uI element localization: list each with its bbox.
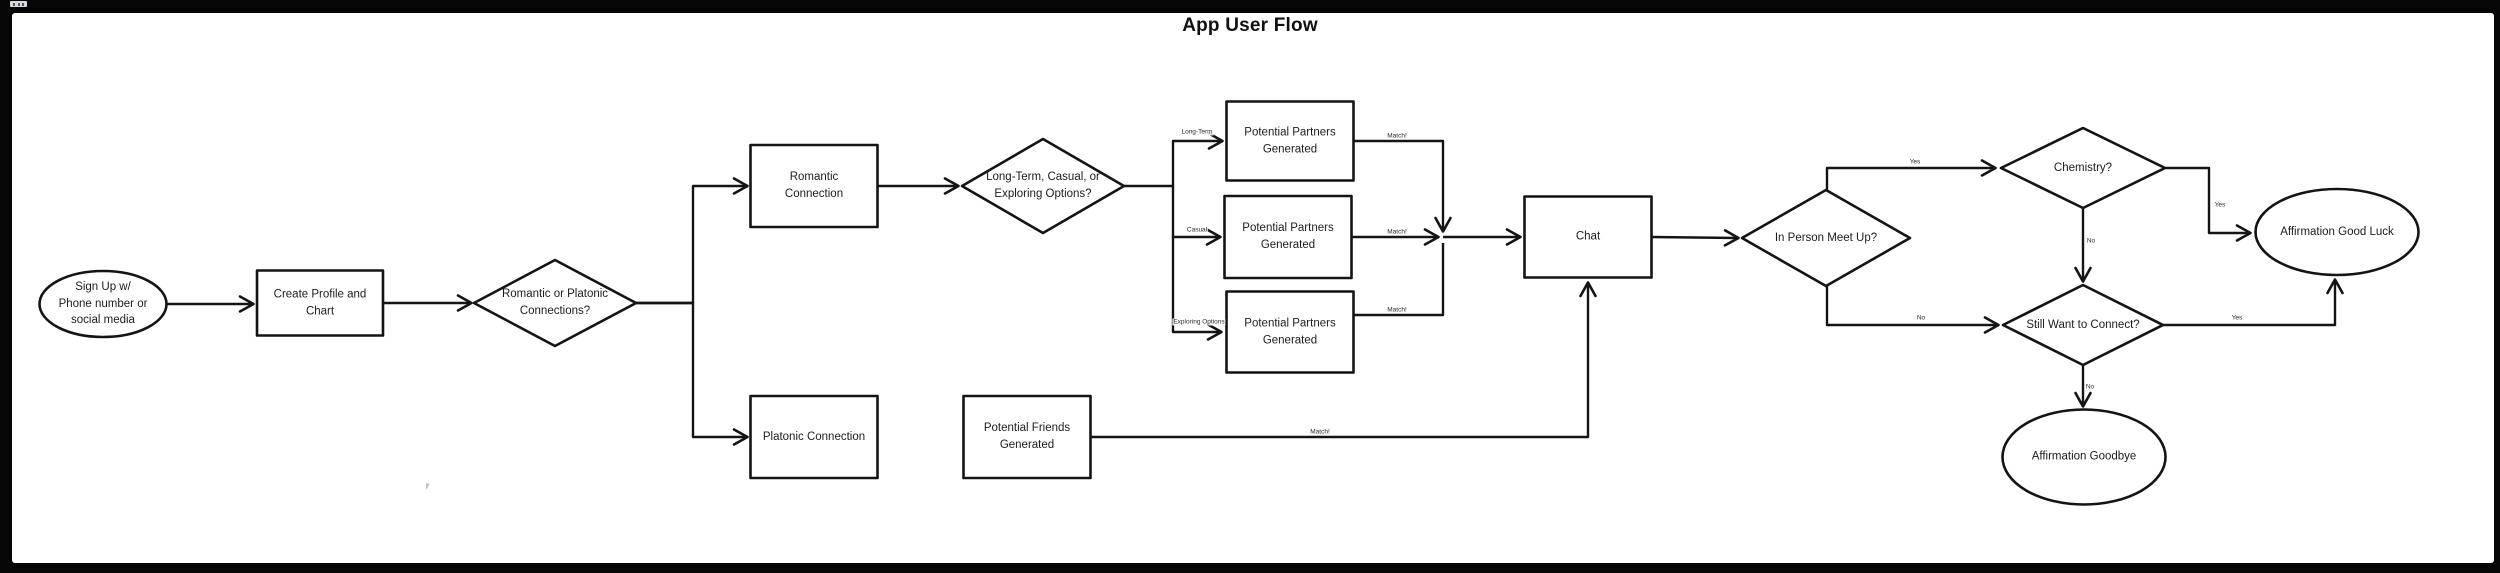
node-chemistry[interactable] (1999, 126, 2167, 210)
edge-options-to-casual (1171, 186, 1222, 246)
edge-meetup-yes-to-chemistry (1825, 159, 1997, 190)
node-affirmation-goodbye[interactable] (2001, 408, 2167, 506)
edge-chemistry-yes-to-goodluck (2165, 166, 2252, 242)
node-still-want-connect[interactable] (2001, 283, 2165, 367)
mouse-cursor (426, 483, 430, 490)
node-partners-exploring[interactable] (1225, 290, 1355, 374)
edge-options-to-exploring (1171, 237, 1223, 341)
edge-still-yes-to-goodluck (2163, 278, 2344, 327)
mini-toolbar (10, 1, 27, 7)
node-chat[interactable] (1523, 195, 1653, 279)
edge-decision-to-platonic (636, 301, 749, 446)
edge-decision-to-romantic (636, 177, 749, 305)
node-in-person-meetup[interactable] (1740, 188, 1912, 288)
node-partners-casual[interactable] (1223, 194, 1353, 280)
node-platonic-connection[interactable] (749, 394, 879, 480)
edge-longterm-match (1354, 139, 1452, 233)
node-affirmation-good-luck[interactable] (2254, 187, 2420, 277)
node-longterm-options[interactable] (960, 137, 1126, 235)
node-romantic-or-platonic[interactable] (472, 258, 638, 348)
edge-options-to-longterm (1124, 132, 1224, 188)
node-signup[interactable] (38, 269, 168, 339)
edge-meetup-no-to-still-connect (1825, 286, 2000, 334)
edge-friends-match-to-chat (1091, 281, 1597, 439)
node-partners-longterm[interactable] (1225, 100, 1355, 182)
node-create-profile[interactable] (255, 269, 385, 337)
node-friends-generated[interactable] (962, 394, 1092, 480)
node-romantic-connection[interactable] (749, 143, 879, 229)
edge-exploring-match (1353, 243, 1445, 317)
edge-chat-to-meetup (1651, 229, 1740, 247)
